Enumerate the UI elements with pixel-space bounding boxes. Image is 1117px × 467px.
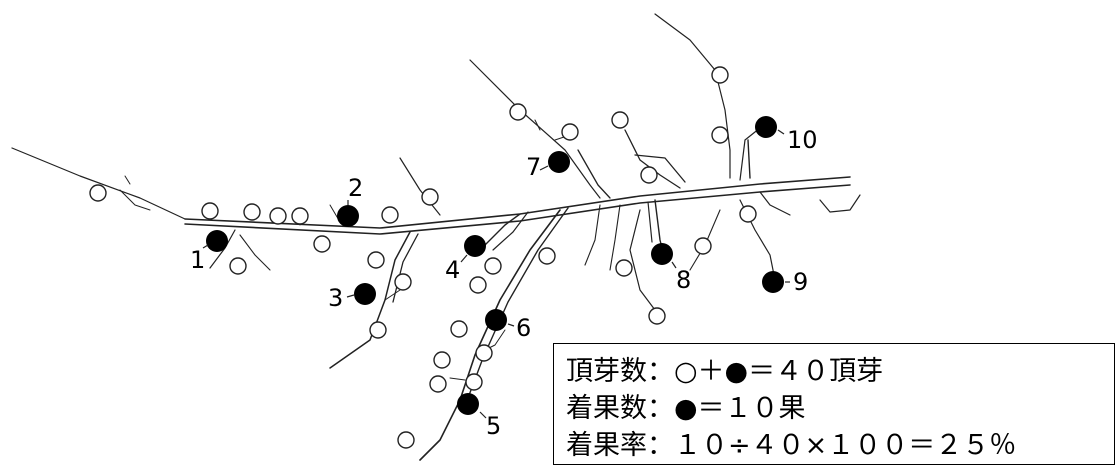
fruit-label-7: 7 — [526, 153, 541, 181]
fruit-circles — [206, 116, 784, 415]
fruit-dot-3 — [354, 283, 376, 305]
fruit-dot-10 — [755, 116, 777, 138]
fruit-dot-4 — [464, 235, 486, 257]
legend-line-fruit-count: 着果数：●＝１０果 — [566, 393, 806, 424]
fruit-label-2: 2 — [348, 174, 363, 202]
fruit-label-10: 10 — [787, 126, 818, 154]
fruit-label-1: 1 — [190, 246, 205, 274]
fruit-label-6: 6 — [516, 314, 531, 342]
fruit-label-4: 4 — [445, 256, 460, 284]
fruit-label-5: 5 — [486, 412, 501, 440]
fruit-label-3: 3 — [328, 284, 343, 312]
open-bud-circles — [89, 66, 757, 449]
fruit-dot-6 — [485, 309, 507, 331]
fruit-dot-7 — [548, 151, 570, 173]
legend-box: 頂芽数：○＋●＝４０頂芽 着果数：●＝１０果 着果率：１０÷４０×１００＝２５％ — [553, 343, 1115, 465]
fruit-label-8: 8 — [676, 266, 691, 294]
legend-line-bud-count: 頂芽数：○＋●＝４０頂芽 — [566, 356, 884, 387]
legend-line-fruit-rate: 着果率：１０÷４０×１００＝２５％ — [566, 430, 1017, 461]
fruit-dot-2 — [337, 205, 359, 227]
fruit-label-9: 9 — [793, 268, 808, 296]
fruit-dot-8 — [651, 243, 673, 265]
fruit-labels: 1 2 3 4 5 6 7 8 9 10 — [190, 126, 818, 440]
fruit-dot-1 — [206, 230, 228, 252]
fruit-dot-5 — [457, 393, 479, 415]
label-leaders — [202, 129, 790, 419]
fruit-dot-9 — [762, 271, 784, 293]
